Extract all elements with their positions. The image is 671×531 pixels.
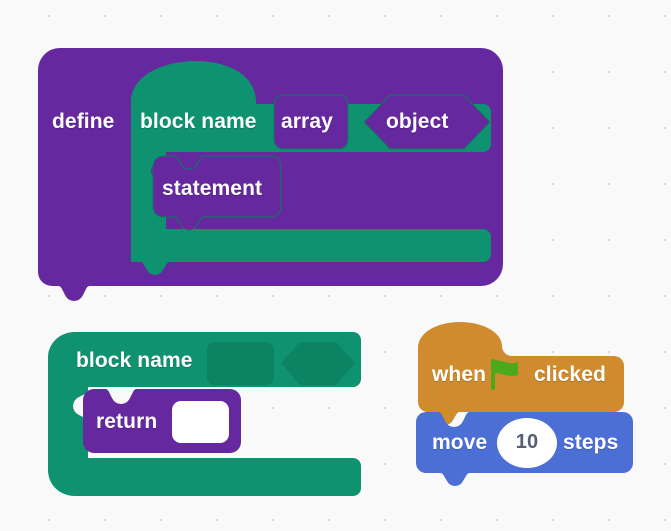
define-keyword-label: define (52, 110, 115, 133)
when-keyword-label: when (432, 363, 487, 386)
prototype-name-label: block name (140, 110, 257, 133)
statement-block[interactable] (150, 153, 284, 231)
return-block[interactable] (80, 386, 244, 462)
clicked-keyword-label: clicked (534, 363, 606, 386)
string-input-placeholder[interactable] (207, 342, 274, 385)
when-flag-clicked-block[interactable] (414, 316, 630, 425)
return-value-input[interactable] (172, 401, 229, 443)
object-input-shape[interactable] (363, 94, 491, 150)
input-array[interactable] (272, 93, 350, 151)
steps-keyword-label: steps (563, 431, 619, 454)
statement-input-label: statement (162, 177, 263, 200)
input-object[interactable] (361, 93, 493, 151)
green-flag-icon (491, 359, 518, 390)
define-return-name-label: block name (76, 349, 193, 372)
move-steps-block[interactable] (412, 408, 640, 486)
statement-block-shape[interactable] (152, 155, 282, 231)
steps-number-input[interactable] (497, 418, 557, 468)
array-input-label: array (281, 110, 333, 133)
object-input-label: object (386, 110, 449, 133)
move-keyword-label: move (432, 431, 488, 454)
return-keyword-label: return (96, 410, 158, 433)
boolean-input-placeholder[interactable] (281, 342, 355, 385)
when-flag-block-body[interactable] (418, 322, 624, 425)
steps-value-label[interactable]: 10 (515, 431, 539, 453)
define-return-block[interactable] (44, 328, 369, 504)
define-return-body[interactable] (48, 332, 361, 496)
array-input-shape[interactable] (273, 94, 349, 150)
